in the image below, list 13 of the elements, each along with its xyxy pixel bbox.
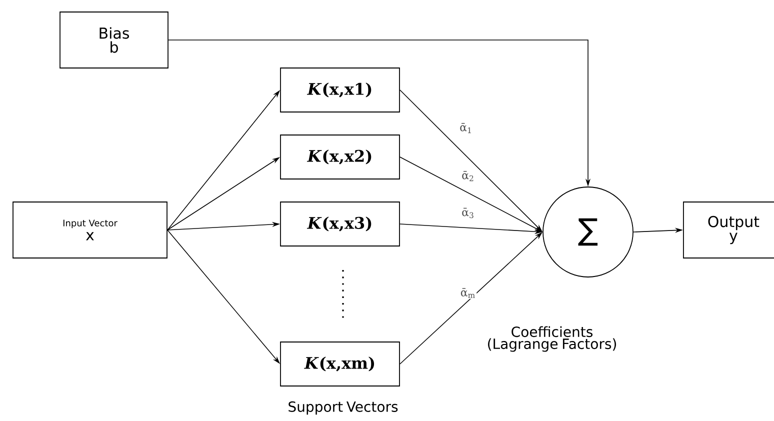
kernel-box: K(x,xm) — [280, 342, 400, 386]
output-box: Output y — [683, 202, 774, 258]
edge-label: ᾱ$_{m}$ — [459, 287, 477, 299]
caption-text: Coefficients (Lagrange Factors) — [488, 326, 616, 352]
input-box: Input Vector x — [12, 202, 168, 258]
kernel-box: K(x,x1) — [280, 68, 400, 112]
kernel-box: K(x,x2) — [280, 134, 400, 180]
edge-label: ᾱ$_{2}$ — [460, 170, 476, 182]
caption-text: Support Vectors — [288, 401, 398, 415]
kernel-box: K(x,x3) — [280, 202, 400, 246]
edge-label: ᾱ$_{3}$ — [460, 206, 476, 220]
edge-label: ᾱ$_{1}$ — [458, 122, 474, 134]
bias-box: Bias b — [60, 12, 168, 68]
